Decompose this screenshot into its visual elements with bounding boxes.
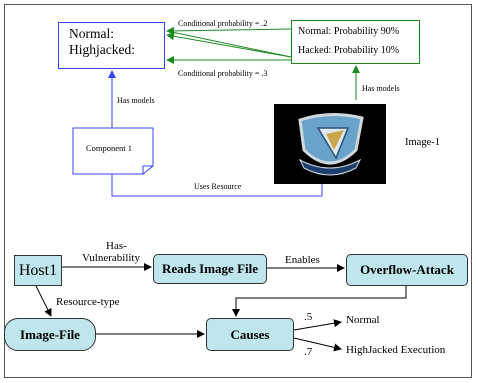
node-image-file: Image-File: [4, 318, 96, 351]
label-resource-type: Resource-type: [56, 296, 120, 308]
label-vulnerability: Vulnerability: [82, 252, 140, 264]
prob-normal: Normal: Probability 90%: [298, 26, 400, 37]
probability-box: Normal: Probability 90% Hacked: Probabil…: [291, 20, 420, 64]
node-reads-image-file: Reads Image File: [153, 254, 267, 284]
image-label: Image-1: [405, 137, 440, 148]
label-cond-bottom: Conditional probability = .3: [178, 69, 268, 78]
emblem-image: [274, 104, 386, 184]
label-uses-resource: Uses Resource: [194, 182, 242, 191]
label-enables: Enables: [285, 254, 320, 266]
outcome-normal: Normal: [346, 314, 380, 326]
state-normal: Normal:: [69, 26, 114, 41]
prob-hacked: Hacked: Probability 10%: [298, 45, 400, 56]
component-label: Component 1: [86, 143, 133, 153]
diagram-frame: [4, 4, 472, 378]
blue-arrows: [108, 70, 323, 197]
node-overflow-attack: Overflow-Attack: [346, 254, 468, 286]
state-box: Normal: Highjacked:: [58, 22, 165, 69]
node-host1: Host1: [14, 255, 62, 286]
node-causes: Causes: [206, 318, 294, 351]
component-document-shape: [72, 127, 154, 175]
label-cond-top: Conditional probability = .2: [178, 19, 268, 28]
conditional-arrows: [166, 26, 360, 100]
label-prob-hijacked: .7: [304, 346, 313, 358]
state-highjacked: Highjacked:: [69, 42, 135, 57]
label-has-models-right: Has models: [362, 84, 400, 93]
label-has: Has-: [106, 240, 127, 252]
label-has-models-left: Has models: [117, 96, 155, 105]
outcome-hijacked-execution: HighJacked Execution: [346, 344, 446, 356]
flow-arrows: [35, 263, 407, 352]
label-prob-normal: .5: [304, 311, 313, 323]
